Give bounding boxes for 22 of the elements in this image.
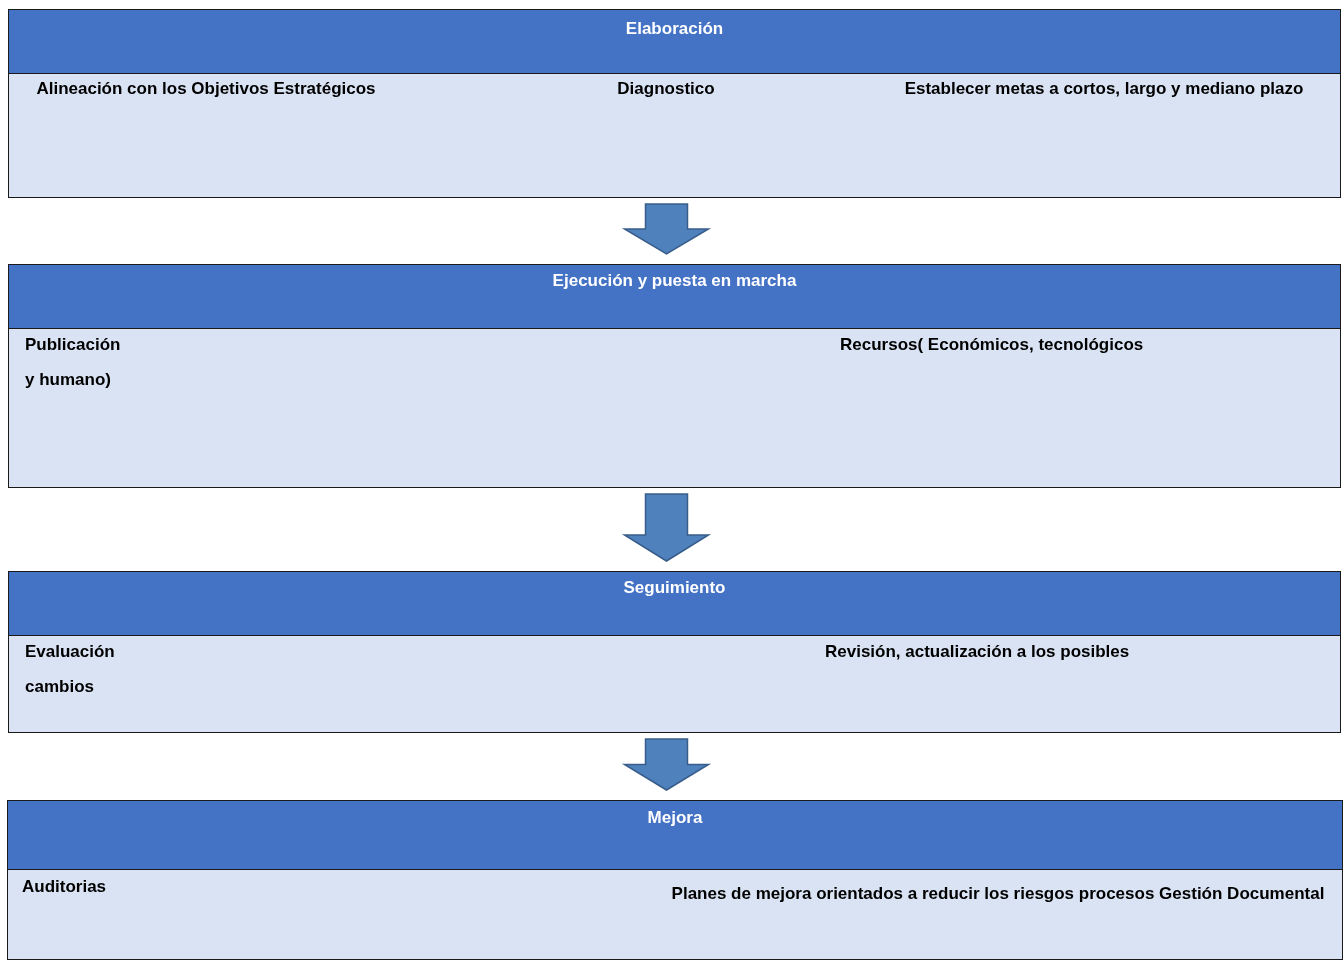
block-arrow bbox=[621, 203, 712, 255]
stage-panel bbox=[8, 571, 1341, 733]
stage-item: Auditorias bbox=[22, 876, 108, 898]
stage-item: cambios bbox=[25, 676, 95, 698]
stage-item: Establecer metas a cortos, largo y mediano plazo bbox=[903, 78, 1305, 100]
stage-item: Recursos( Económicos, tecnológicos bbox=[840, 334, 1145, 356]
stage-item: Diagnostico bbox=[616, 78, 716, 100]
stage-title: Seguimiento bbox=[623, 577, 726, 599]
stage-panel bbox=[8, 264, 1341, 488]
stage-title: Elaboración bbox=[625, 18, 724, 40]
stage-panel bbox=[8, 9, 1341, 198]
stage-item: Publicación bbox=[25, 334, 122, 356]
stage-item: y humano) bbox=[25, 369, 112, 391]
stage-title: Ejecución y puesta en marcha bbox=[552, 270, 797, 292]
stage-title: Mejora bbox=[647, 807, 703, 829]
block-arrow bbox=[621, 738, 712, 791]
stage-panel bbox=[7, 800, 1343, 960]
stage-item: Evaluación bbox=[25, 641, 116, 663]
block-arrow bbox=[621, 493, 712, 562]
stage-item: Alineación con los Objetivos Estratégicos bbox=[35, 78, 377, 100]
stage-item: Planes de mejora orientados a reducir los riesgos procesos Gestión Documental bbox=[670, 883, 1326, 905]
stage-item: Revisión, actualización a los posibles bbox=[825, 641, 1131, 663]
